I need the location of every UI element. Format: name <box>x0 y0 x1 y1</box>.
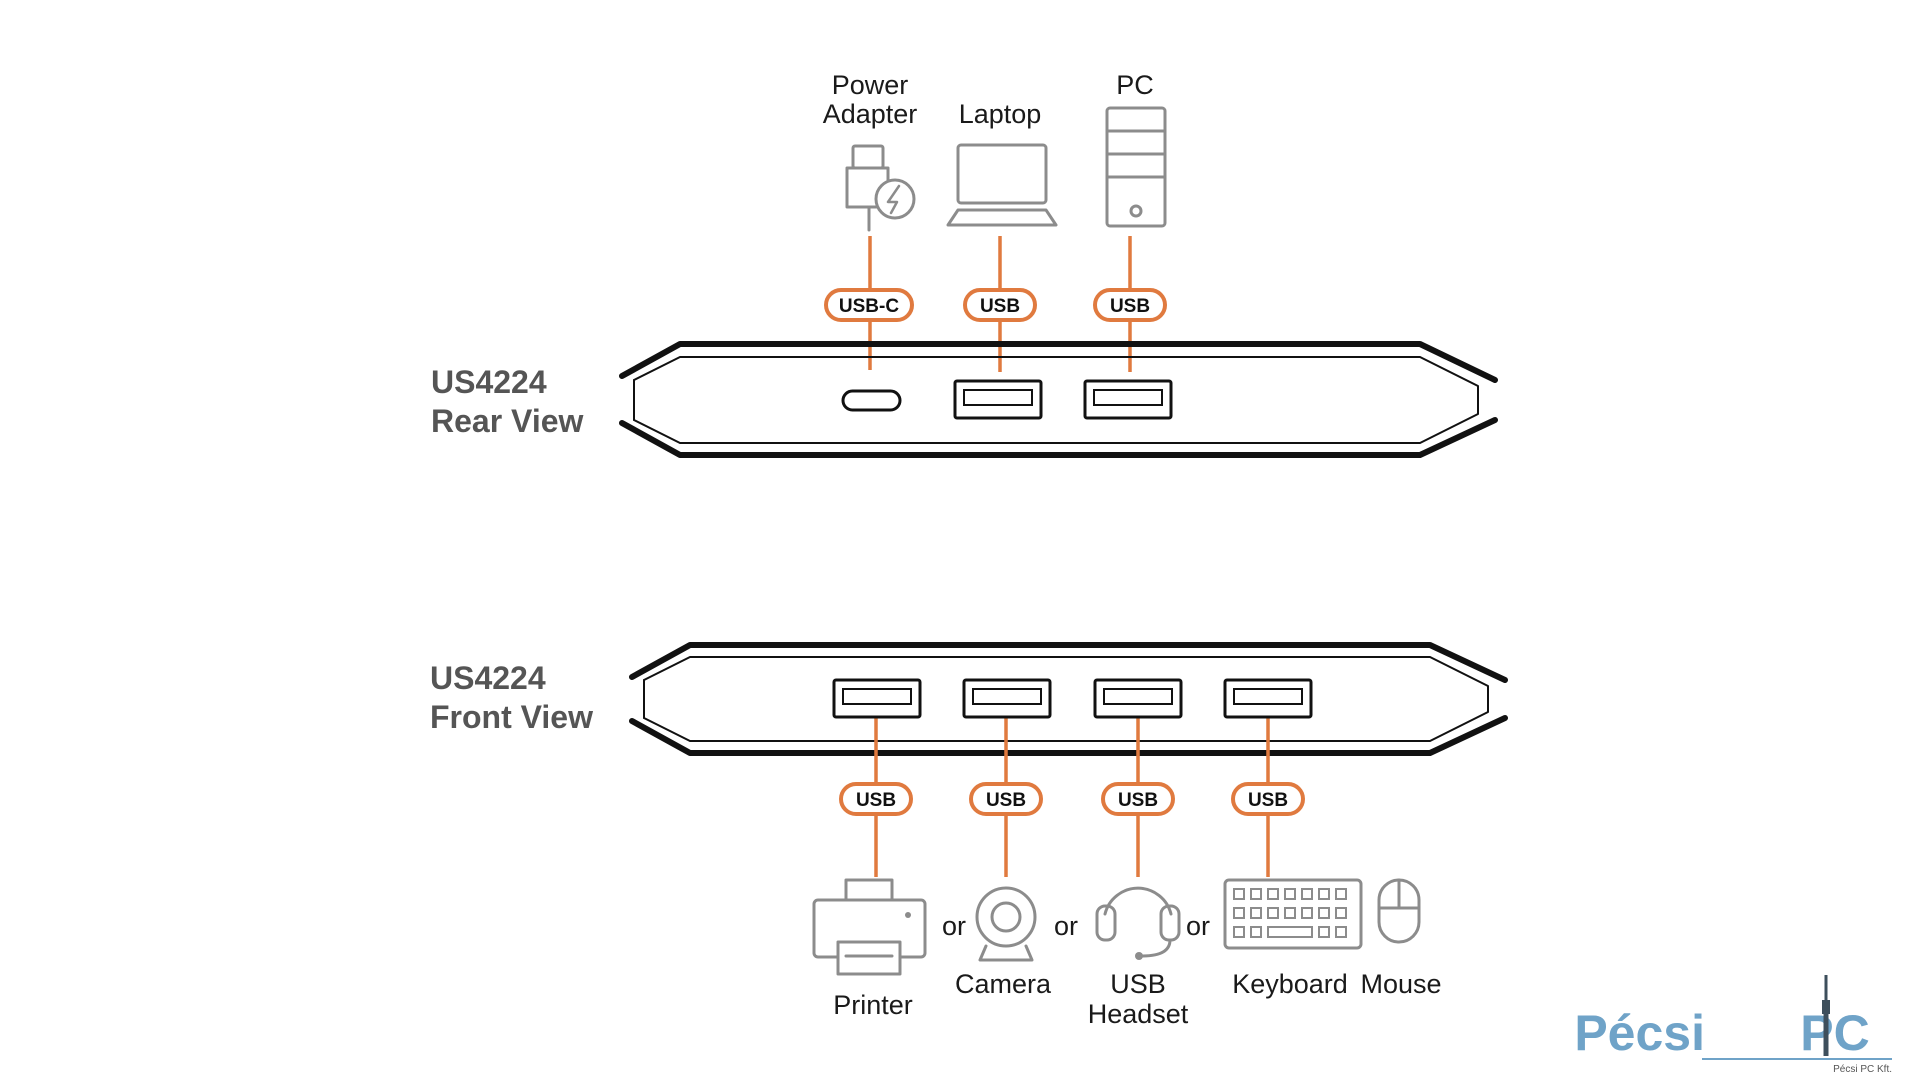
front-tag-usb-3-text: USB <box>1118 790 1158 811</box>
power-adapter-label-1: Power <box>832 70 909 100</box>
rear-tag-usb-laptop-text: USB <box>980 296 1020 317</box>
front-tag-usb-4: USB <box>1231 782 1305 816</box>
headset-icon <box>1095 886 1181 960</box>
rear-usb-a-port-laptop <box>953 379 1043 420</box>
printer-label: Printer <box>833 990 913 1020</box>
front-tag-usb-4-text: USB <box>1248 790 1288 811</box>
tv-tower-icon <box>1822 975 1830 1056</box>
front-usb-port-2 <box>962 678 1052 719</box>
rear-view: US4224 Rear View Power Adapter Laptop PC <box>431 70 1498 458</box>
logo-subtitle: Pécsi PC Kft. <box>1833 1064 1892 1075</box>
front-hub-body <box>629 642 1508 756</box>
rear-tag-usb-c-text: USB-C <box>839 296 899 317</box>
headset-label-2: Headset <box>1088 999 1189 1029</box>
front-tag-usb-3: USB <box>1101 782 1175 816</box>
rear-model-title: US4224 <box>431 364 547 400</box>
logo-name-left: Pécsi <box>1574 1005 1705 1061</box>
mouse-label: Mouse <box>1360 969 1441 999</box>
rear-tag-usb-c: USB-C <box>824 288 914 322</box>
front-model-title: US4224 <box>430 660 546 696</box>
laptop-label: Laptop <box>959 99 1042 129</box>
rear-tag-usb-pc: USB <box>1093 288 1167 322</box>
laptop-icon <box>946 143 1058 227</box>
mouse-icon <box>1377 878 1421 944</box>
front-usb-port-4 <box>1223 678 1313 719</box>
front-view-title: Front View <box>430 699 593 735</box>
pecsi-pc-logo: Pécsi PC Pécsi PC Kft. <box>1574 975 1892 1075</box>
keyboard-label: Keyboard <box>1232 969 1348 999</box>
camera-label: Camera <box>955 969 1052 999</box>
rear-usb-c-port <box>841 389 902 412</box>
rear-tag-usb-laptop: USB <box>963 288 1037 322</box>
pc-label: PC <box>1116 70 1154 100</box>
power-adapter-label-2: Adapter <box>823 99 918 129</box>
keyboard-icon <box>1223 878 1363 950</box>
rear-view-title: Rear View <box>431 403 584 439</box>
rear-usb-a-port-pc <box>1083 379 1173 420</box>
or-label-2: or <box>1054 911 1078 941</box>
logo-name-right: PC <box>1800 1005 1869 1061</box>
front-usb-port-3 <box>1093 678 1183 719</box>
front-view: US4224 Front View <box>430 642 1508 1029</box>
camera-icon <box>975 886 1037 962</box>
or-label-3: or <box>1186 911 1210 941</box>
rear-hub-body <box>619 341 1498 458</box>
front-tag-usb-1: USB <box>839 782 913 816</box>
front-usb-port-1 <box>832 678 922 719</box>
front-tag-usb-2-text: USB <box>986 790 1026 811</box>
front-tag-usb-2: USB <box>969 782 1043 816</box>
front-tag-usb-1-text: USB <box>856 790 896 811</box>
headset-label-1: USB <box>1110 969 1166 999</box>
printer-icon <box>812 878 927 976</box>
rear-tag-usb-pc-text: USB <box>1110 296 1150 317</box>
pc-tower-icon <box>1105 106 1167 228</box>
or-label-1: or <box>942 911 966 941</box>
power-adapter-icon <box>845 144 916 232</box>
